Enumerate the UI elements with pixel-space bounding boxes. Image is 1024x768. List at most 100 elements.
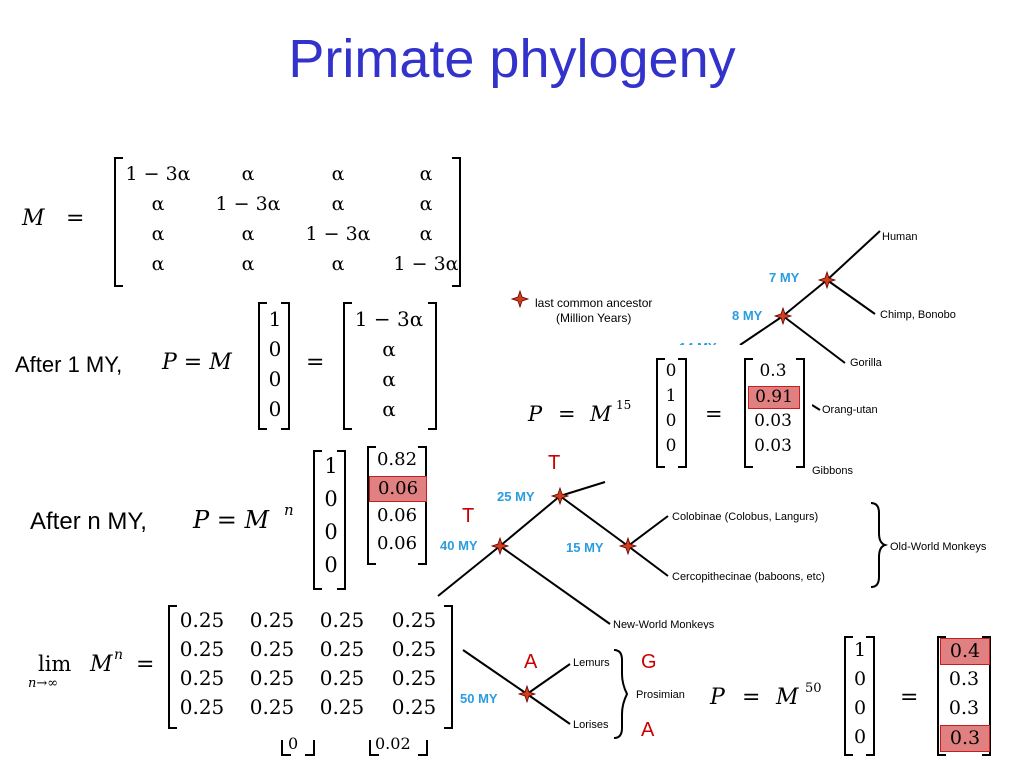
p15-equals-1: = [558,402,576,426]
leaf-newworld: New-World Monkeys [613,619,715,629]
matrix-m-cell: α [419,193,433,215]
p50-vecin-entry: 0 [853,726,867,748]
p50-equals-2: = [900,685,919,710]
after-n-vecin-entry: 0 [324,487,338,511]
after-1-expr: P = M [162,350,232,375]
node-40my-star-icon [490,536,510,556]
limit-lim: lim [38,652,72,676]
p15-vecout-left-bracket [744,358,753,468]
node-50my-star-icon [517,684,537,704]
leaf-orang: Orang-utan [822,404,878,416]
after-n-vecout-right-bracket [418,446,427,565]
node-25my-star-icon [550,486,570,506]
matrix-m-left-bracket [114,157,123,287]
p15-vecout-entry: 0.91 [748,386,800,409]
nucleotide-4: G [641,651,657,673]
p50-vecin-entry: 1 [853,639,867,661]
limit-cell: 0.25 [319,637,365,661]
nucleotide-5: A [641,719,655,741]
limit-exponent: n [114,647,124,663]
after-n-vecin-left-bracket [313,450,322,590]
branch-colobinae [627,515,669,547]
p15-vecout-right-bracket [796,358,805,468]
matrix-m-cell: α [331,163,345,185]
nucleotide-2: T [462,505,475,527]
matrix-m-cell: 1 − 3α [305,223,371,245]
leaf-gorilla: Gorilla [850,357,882,369]
age-40my: 40 MY [440,538,478,553]
brace-oldworld [870,502,889,588]
branch-newworld [499,545,611,625]
after-n-vecin-bottom: 0 [288,734,299,753]
matrix-m-cell: α [151,223,165,245]
after-n-expr: P = M [193,506,270,534]
branch-gibbons-stub [559,481,606,497]
matrix-m-cell: α [241,163,255,185]
p15-vecout-entry: 0.3 [759,361,787,381]
branch-lemurs [526,663,571,695]
after-1-vecin-left-bracket [258,302,267,430]
branch-gorilla [782,315,846,364]
matrix-m-cell: α [419,223,433,245]
p50-vecin-right-bracket [866,636,875,756]
matrix-m-cell: 1 − 3α [125,163,191,185]
p50-exponent: 50 [805,681,822,696]
branch-14my [739,315,784,346]
branch-8my [782,279,828,317]
limit-cell: 0.25 [249,608,295,632]
after-1-vecout-entry: α [382,397,396,421]
p50-vecin-entry: 0 [853,668,867,690]
limit-cell: 0.25 [391,608,437,632]
matrix-m-cell: α [419,163,433,185]
p15-lhs: P [528,402,543,426]
branch-lorises [526,693,571,725]
limit-m: M [90,652,113,677]
p15-vecout-entry: 0.03 [754,436,792,456]
matrix-m-cell: 1 − 3α [215,193,281,215]
limit-cell: 0.25 [179,608,225,632]
node-15my-star-icon [618,536,638,556]
p15-exponent: 15 [616,398,632,412]
leaf-lorises: Lorises [573,719,609,731]
after-n-vecin-entry: 0 [324,553,338,577]
limit-cell: 0.25 [391,695,437,719]
leaf-oldworld: Old-World Monkeys [890,541,987,553]
limit-cell: 0.25 [179,666,225,690]
matrix-m-right-bracket [452,157,461,287]
limit-cell: 0.25 [179,637,225,661]
after-n-vecin-bottom-bracket-l [281,740,291,756]
matrix-m-cell: α [331,253,345,275]
after-n-vecout-bottom: 0.02 [375,734,411,753]
age-14my: 14 MY [679,340,717,347]
p15-vecout-entry: 0.03 [754,411,792,431]
age-7my: 7 MY [769,270,800,285]
after-1-label: After 1 MY, [15,352,123,377]
p50-vecout-entry: 0.4 [940,638,990,665]
p50-equals-1: = [742,685,761,710]
p50-vecout-left-bracket [937,636,946,756]
after-1-vecin-entry: 0 [268,337,282,361]
branch-cercopithecinae [627,545,669,577]
node-7my-star-icon [817,270,837,290]
p15-m: M [590,402,612,426]
after-1-vecin-right-bracket [281,302,290,430]
legend-line-2: (Million Years) [556,311,632,325]
p15-vecin-entry: 0 [665,361,677,381]
after-1-vecout-right-bracket [428,302,437,430]
after-1-vecout-left-bracket [343,302,352,430]
branch-15my [559,495,629,547]
after-n-vecout-bottom-bracket-r [418,740,428,756]
after-n-vecout-left-bracket [367,446,376,565]
p15-vecin-entry: 1 [665,386,677,406]
p50-vecout-entry: 0.3 [948,668,980,690]
leaf-chimp: Chimp, Bonobo [880,309,956,321]
after-n-label: After n MY, [30,508,147,535]
age-50my: 50 MY [460,691,498,706]
brace-prosimian [613,649,629,739]
limit-cell: 0.25 [319,695,365,719]
p15-vecin-entry: 0 [665,411,677,431]
after-1-vecin-entry: 1 [268,307,282,331]
